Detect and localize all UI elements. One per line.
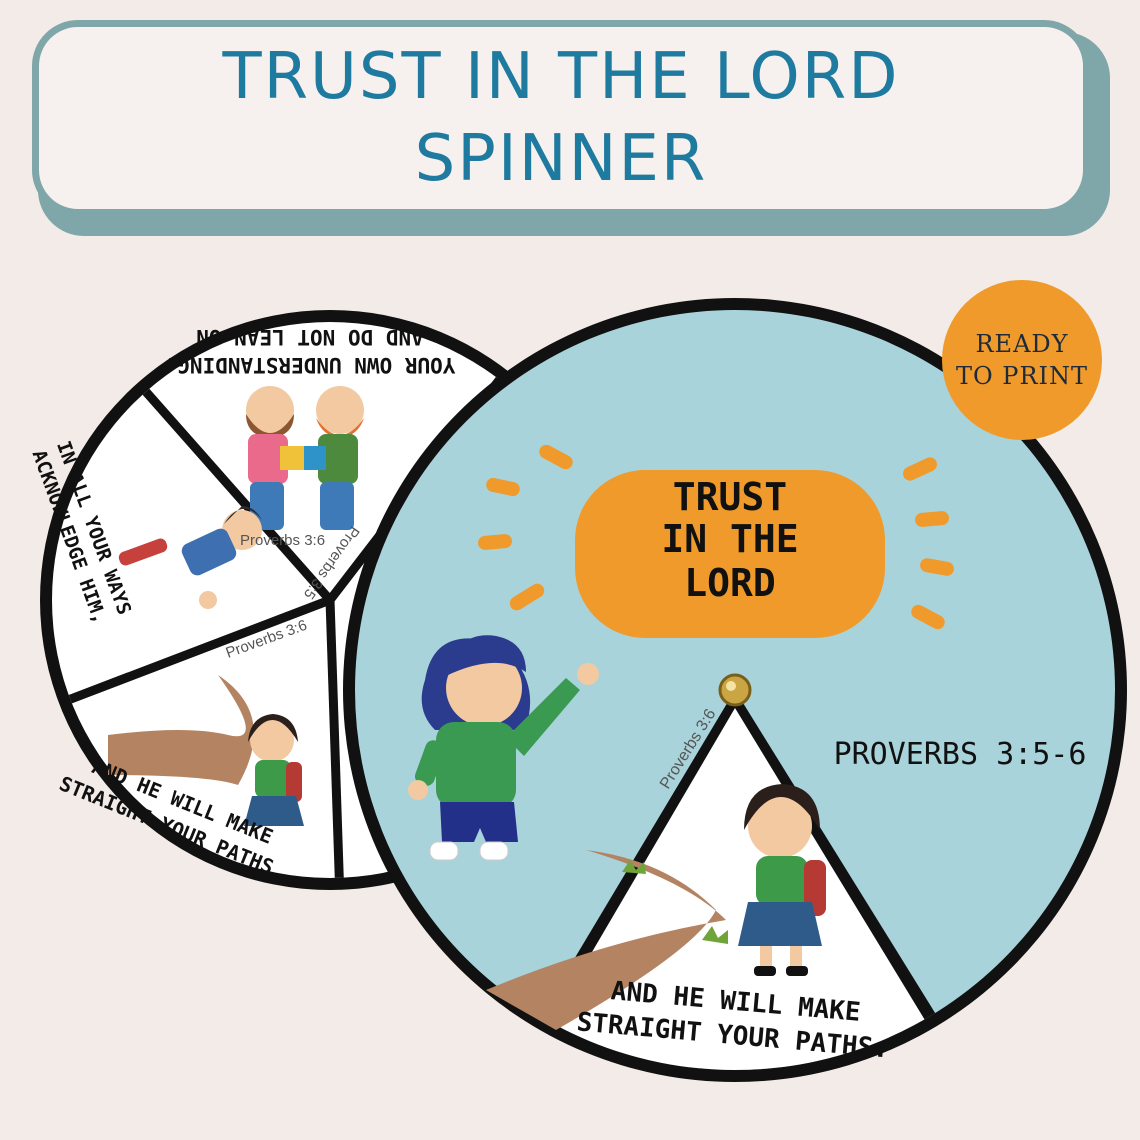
back-top-verse: AND DO NOT LEAN ON YOUR OWN UNDERSTANDIN…	[165, 325, 456, 377]
back-top-verse-line-2: YOUR OWN UNDERSTANDING.	[165, 353, 456, 377]
front-title-line-3: LORD	[684, 561, 776, 605]
brad-fastener-icon	[718, 673, 752, 707]
back-top-verse-line-1: AND DO NOT LEAN ON	[196, 325, 424, 349]
badge-line-2: TO PRINT	[955, 362, 1089, 390]
spinner-window	[460, 690, 1020, 1070]
boy-pointing-icon	[408, 635, 599, 861]
kids-with-puzzle-icon	[246, 386, 364, 530]
ready-to-print-badge: READY TO PRINT	[942, 280, 1102, 440]
front-title-line-2: IN THE	[661, 517, 798, 561]
front-reference: PROVERBS 3:5-6	[834, 737, 1087, 772]
boy-falling-icon	[118, 506, 262, 609]
back-left-ref: Proverbs 3:6	[240, 532, 325, 549]
title-line-2: SPINNER	[414, 122, 708, 196]
winding-path-icon	[486, 850, 726, 1030]
back-winding-path-icon	[108, 675, 254, 785]
front-wheel: TRUST IN THE LORD PROVERBS 3:5-6	[343, 298, 1127, 1082]
front-title-line-1: TRUST	[673, 475, 787, 519]
badge-line-1: READY	[975, 330, 1069, 358]
sun-rays-icon	[478, 444, 954, 630]
title-line-1: TRUST IN THE LORD	[222, 40, 900, 114]
title-banner: TRUST IN THE LORD SPINNER	[32, 20, 1090, 216]
back-girl-with-backpack-icon	[244, 714, 304, 826]
girl-with-backpack-icon	[738, 784, 826, 976]
grass-icon	[622, 860, 728, 944]
title-sun-badge	[575, 470, 885, 638]
